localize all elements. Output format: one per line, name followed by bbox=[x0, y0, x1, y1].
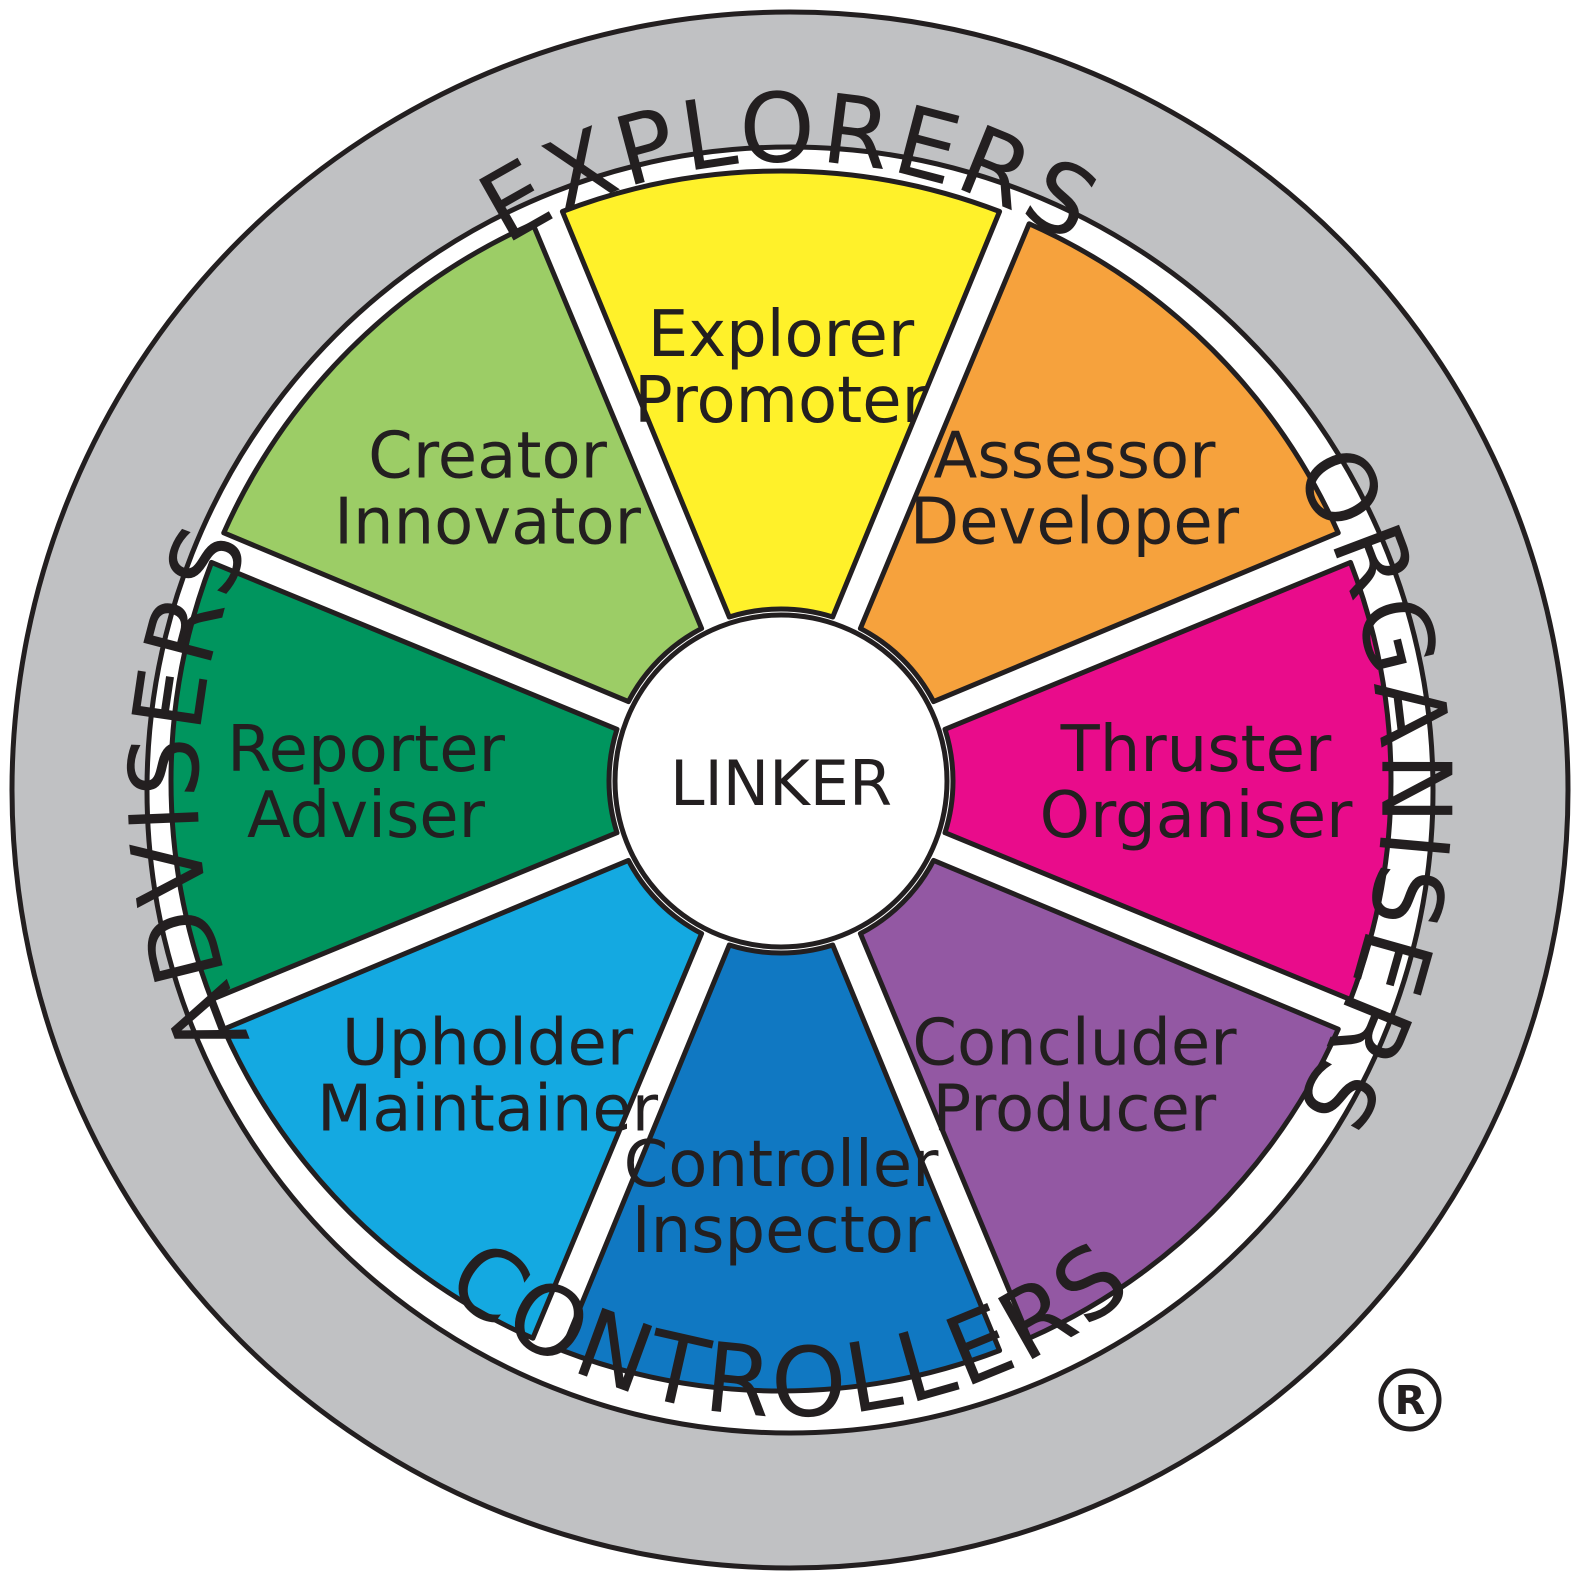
segment-creator-innovator-label-line2: Innovator bbox=[334, 486, 642, 560]
segment-controller-inspector-label-line1: Controller bbox=[624, 1128, 940, 1202]
segment-thruster-organiser bbox=[942, 559, 1394, 1003]
segment-thruster-organiser-label-line2: Organiser bbox=[1040, 779, 1353, 853]
segment-controller-inspector-label-line2: Inspector bbox=[632, 1194, 931, 1268]
segment-reporter-adviser-label-line1: Reporter bbox=[227, 713, 506, 787]
segment-concluder-producer bbox=[857, 857, 1341, 1341]
segment-reporter-adviser-label-line2: Adviser bbox=[247, 779, 486, 853]
segment-explorer-promoter-label-line1: Explorer bbox=[648, 298, 915, 372]
segment-explorer-promoter-label-line2: Promoter bbox=[634, 364, 929, 438]
segment-assessor-developer bbox=[857, 221, 1341, 705]
segment-concluder-producer-label-line2: Producer bbox=[933, 1072, 1217, 1146]
segment-upholder-maintainer-label-line2: Maintainer bbox=[317, 1072, 659, 1146]
registered-mark-letter: R bbox=[1395, 1378, 1426, 1424]
segment-creator-innovator bbox=[221, 221, 705, 705]
segment-explorer-promoter bbox=[559, 168, 1003, 620]
segment-controller-inspector bbox=[559, 942, 1003, 1394]
segment-assessor-developer-label-line2: Developer bbox=[910, 486, 1240, 560]
center-hub bbox=[612, 612, 950, 950]
center-label: LINKER bbox=[670, 747, 892, 820]
registered-mark-icon: R bbox=[1378, 1368, 1442, 1432]
segment-creator-innovator-label-line1: Creator bbox=[368, 420, 607, 494]
segment-assessor-developer-label-line1: Assessor bbox=[933, 420, 1216, 494]
segment-upholder-maintainer-label-line1: Upholder bbox=[342, 1006, 634, 1080]
segment-upholder-maintainer bbox=[221, 857, 705, 1341]
segment-concluder-producer-label-line1: Concluder bbox=[912, 1006, 1237, 1080]
segment-reporter-adviser bbox=[168, 559, 620, 1003]
segment-thruster-organiser-label-line1: Thruster bbox=[1060, 713, 1332, 787]
